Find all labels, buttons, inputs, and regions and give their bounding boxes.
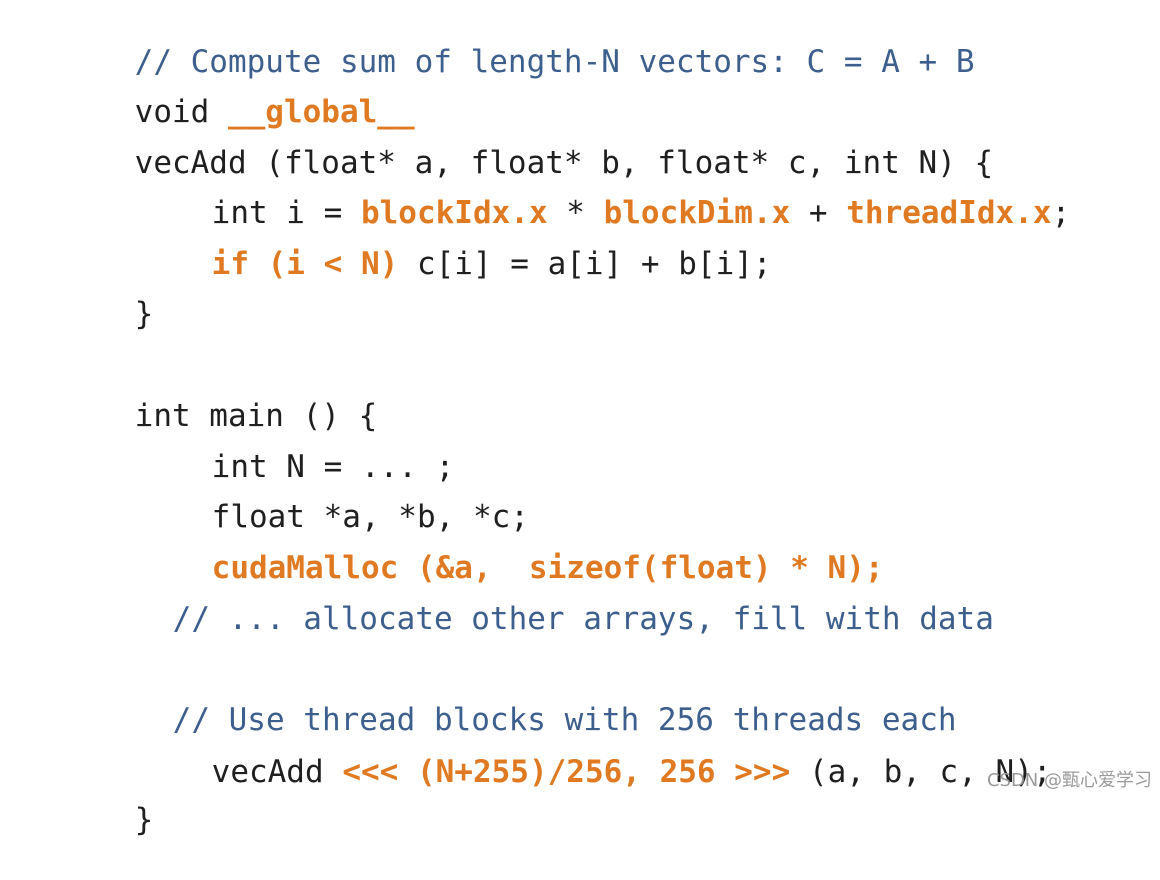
keyword-void: void [134, 94, 228, 130]
blockidx-token: blockIdx.x [360, 195, 548, 231]
code-line-11: // ... allocate other arrays, fill with … [98, 559, 994, 679]
code-line-2: void __global__ [60, 52, 415, 172]
comment-allocate: // ... allocate other arrays, fill with … [172, 601, 994, 637]
cuda-malloc-call: cudaMalloc (&a, sizeof(float) * N); [211, 550, 884, 586]
closing-brace: } [134, 296, 154, 332]
code-line-1: // Compute sum of length-N vectors: C = … [60, 2, 975, 122]
comment-compute-sum: // Compute sum of length-N vectors: C = … [134, 44, 975, 80]
csdn-watermark: CSDN @甄心爱学习 [986, 770, 1152, 791]
code-line-3: vecAdd (float* a, float* b, float* c, in… [60, 103, 994, 223]
code-line-7: int main () { [60, 356, 378, 476]
plus-op: + [790, 195, 847, 231]
launch-config: <<< (N+255)/256, 256 >>> [342, 754, 791, 790]
multiply-op: * [547, 195, 604, 231]
code-line-6: } [60, 254, 154, 374]
function-signature: vecAdd (float* a, float* b, float* c, in… [134, 145, 994, 181]
blockdim-token: blockDim.x [603, 195, 791, 231]
pointer-declaration: float *a, *b, *c; [211, 499, 529, 535]
code-line-14: } [60, 760, 154, 880]
code-line-5: if (i < N) c[i] = a[i] + b[i]; [137, 204, 772, 324]
code-line-9: float *a, *b, *c; [137, 457, 529, 577]
closing-brace-main: } [134, 802, 154, 838]
if-condition: if (i < N) [211, 246, 399, 282]
comment-thread-blocks: // Use thread blocks with 256 threads ea… [172, 702, 957, 738]
code-line-13: vecAdd <<< (N+255)/256, 256 >>> (a, b, c… [137, 712, 1052, 832]
main-signature: int main () { [134, 398, 378, 434]
kernel-args: (a, b, c, N); [790, 754, 1052, 790]
code-line-8: int N = ... ; [137, 407, 455, 527]
code-line-12: // Use thread blocks with 256 threads ea… [98, 660, 957, 780]
threadidx-token: threadIdx.x [846, 195, 1052, 231]
kernel-name: vecAdd [211, 754, 343, 790]
keyword-global: __global__ [227, 94, 415, 130]
n-declaration: int N = ... ; [211, 449, 455, 485]
code-line-10: cudaMalloc (&a, sizeof(float) * N); [137, 508, 884, 628]
code-line-4: int i = blockIdx.x * blockDim.x + thread… [137, 153, 1071, 273]
semicolon: ; [1051, 195, 1071, 231]
vector-add-statement: c[i] = a[i] + b[i]; [398, 246, 772, 282]
index-decl: int i = [211, 195, 361, 231]
code-block: // Compute sum of length-N vectors: C = … [60, 2, 1071, 838]
